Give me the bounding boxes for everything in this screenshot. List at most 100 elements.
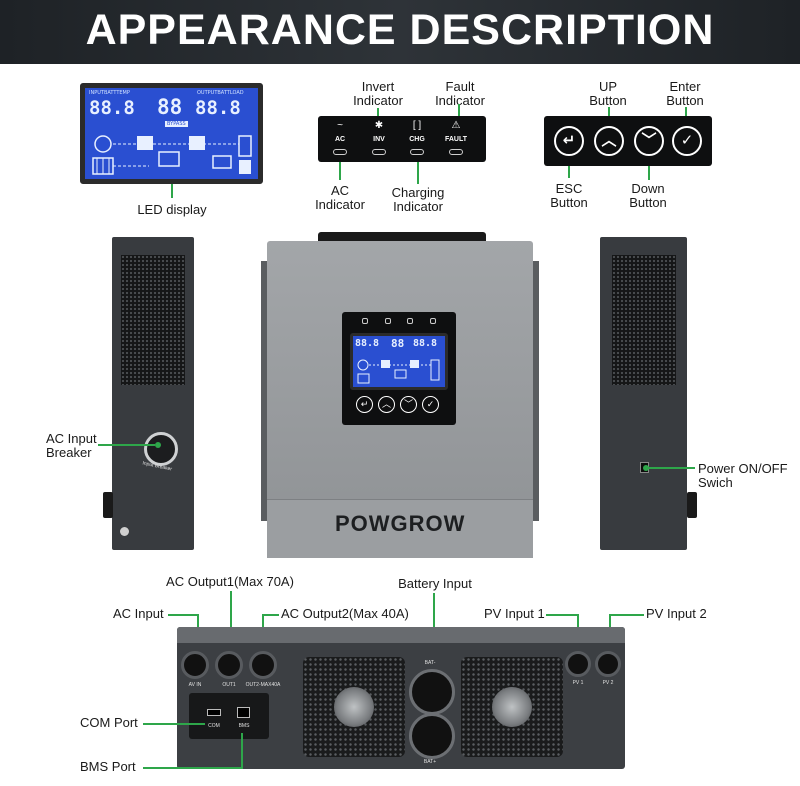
- left-fan-hub: [334, 687, 374, 727]
- right-fan-hub: [492, 687, 532, 727]
- lcd-digits-left: 88.8: [89, 97, 135, 119]
- front-led-chg: [407, 318, 414, 324]
- front-esc-button[interactable]: ↵: [356, 396, 373, 413]
- label-charging-indicator: Charging Indicator: [391, 185, 445, 214]
- front-right-flange: [533, 261, 539, 521]
- left-side-foot: [103, 492, 113, 518]
- label-invert-indicator: Invert Indicator: [353, 79, 403, 108]
- battery-plus-port[interactable]: [409, 713, 455, 759]
- com-bms-plate: COM BMS: [189, 693, 269, 739]
- connector-pv1-h: [546, 614, 579, 616]
- label-bms-port: BMS Port: [80, 759, 136, 774]
- label-fault-indicator: Fault Indicator: [435, 79, 485, 108]
- bms-rj45-port[interactable]: [237, 707, 250, 718]
- battery-plus-label: BAT+: [423, 759, 437, 765]
- label-ac-input: AC Input: [113, 606, 164, 621]
- ac-input-port-label: AV IN: [188, 682, 202, 688]
- com-usb-port[interactable]: [207, 709, 221, 716]
- front-left-flange: [261, 261, 267, 521]
- led-display-connector: [171, 184, 173, 198]
- battery-minus-port[interactable]: [409, 669, 455, 715]
- chg-led: [410, 149, 424, 155]
- left-side-screw-icon: [120, 527, 129, 536]
- inverter-glyph-icon: ✱: [374, 120, 384, 131]
- front-led-ac: [362, 318, 368, 324]
- connector-ac: [339, 162, 341, 180]
- label-enter-button: Enter Button: [666, 79, 704, 108]
- connector-breaker: [98, 444, 155, 446]
- front-lcd-digits-mid: 88: [391, 337, 405, 350]
- connector-invert: [377, 108, 379, 120]
- connector-ac-input-h: [168, 614, 199, 616]
- indicator-panel: ~ ✱ [ ] ⚠ AC INV CHG FAULT: [318, 116, 486, 162]
- esc-button[interactable]: ↵: [554, 126, 584, 156]
- up-button[interactable]: ︿: [594, 126, 624, 156]
- front-lcd-flow-icon: [357, 359, 440, 384]
- label-battery-input: Battery Input: [398, 576, 472, 591]
- chg-indicator-text: CHG: [409, 136, 425, 143]
- right-side-view: [600, 237, 687, 550]
- rear-view: AV IN OUT1 OUT2-MAX40A COM BMS BAT- BAT+…: [177, 627, 625, 769]
- lcd-flow-diagram-icon: [92, 135, 252, 175]
- label-esc-button: ESC Button: [550, 181, 588, 210]
- front-up-button[interactable]: ︿: [378, 396, 395, 413]
- label-ac-output1: AC Output1(Max 70A): [166, 574, 294, 589]
- label-ac-output2: AC Output2(Max 40A): [281, 606, 409, 621]
- connector-power-switch: [647, 467, 695, 469]
- input-breaker[interactable]: [144, 432, 178, 466]
- com-port-label: COM: [208, 723, 220, 729]
- fault-indicator-text: FAULT: [444, 136, 468, 143]
- charging-glyph-icon: [ ]: [412, 120, 422, 131]
- label-ac-input-breaker: AC Input Breaker: [46, 431, 97, 460]
- front-led-fault: [429, 318, 436, 324]
- lcd-digits-mid: 88: [157, 95, 183, 119]
- pv2-port[interactable]: [595, 651, 621, 677]
- left-side-view: Input Breaker: [112, 237, 194, 550]
- connector-ac-output2-h: [262, 614, 279, 616]
- inv-led: [372, 149, 386, 155]
- front-indicator-row: [362, 318, 436, 328]
- connector-battery-v: [433, 593, 435, 653]
- label-pv-input2: PV Input 2: [646, 606, 707, 621]
- connector-up: [608, 107, 610, 119]
- button-panel: ↵ ︿ ﹀ ✓: [544, 116, 712, 166]
- right-cooling-fan: [461, 657, 563, 757]
- connector-power-dot: [643, 465, 649, 471]
- ac-indicator-text: AC: [334, 136, 346, 143]
- lcd-top-left-text: INPUTBATTTEMP: [89, 90, 130, 96]
- down-button[interactable]: ﹀: [634, 126, 664, 156]
- front-unit-top-handle: [318, 232, 486, 242]
- connector-fault: [458, 104, 460, 120]
- connector-down: [648, 166, 650, 180]
- label-com-port: COM Port: [80, 715, 138, 730]
- front-down-button[interactable]: ﹀: [400, 396, 417, 413]
- ac-glyph-icon: ~: [337, 120, 343, 131]
- front-button-row: ↵ ︿ ﹀ ✓: [356, 396, 442, 416]
- ac-led: [333, 149, 347, 155]
- ac-output1-port-label: OUT1: [222, 682, 236, 688]
- label-led-display: LED display: [137, 202, 207, 217]
- pv2-port-label: PV 2: [602, 680, 614, 686]
- ac-output2-port[interactable]: [249, 651, 277, 679]
- right-side-foot: [687, 492, 697, 518]
- label-power-switch: Power ON/OFF Swich: [698, 461, 788, 490]
- front-lcd-digits-right: 88.8: [413, 338, 438, 349]
- battery-minus-label: BAT-: [424, 660, 436, 666]
- ac-input-port[interactable]: [181, 651, 209, 679]
- front-enter-button[interactable]: ✓: [422, 396, 439, 413]
- pv1-port[interactable]: [565, 651, 591, 677]
- connector-breaker-dot: [155, 442, 161, 448]
- pv1-port-label: PV 1: [572, 680, 584, 686]
- connector-esc: [568, 166, 570, 178]
- connector-enter: [685, 107, 687, 119]
- ac-output1-port[interactable]: [215, 651, 243, 679]
- connector-charging: [417, 162, 419, 184]
- connector-ac-output1-v: [230, 591, 232, 643]
- page-title: APPEARANCE DESCRIPTION: [85, 6, 715, 54]
- front-bottom-panel: [267, 499, 533, 558]
- rear-top-strip: [177, 627, 625, 643]
- enter-button[interactable]: ✓: [672, 126, 702, 156]
- front-lcd-screen: 88.8 88 88.8: [350, 333, 448, 390]
- left-side-grille: [121, 255, 185, 385]
- label-ac-indicator: AC Indicator: [315, 183, 365, 212]
